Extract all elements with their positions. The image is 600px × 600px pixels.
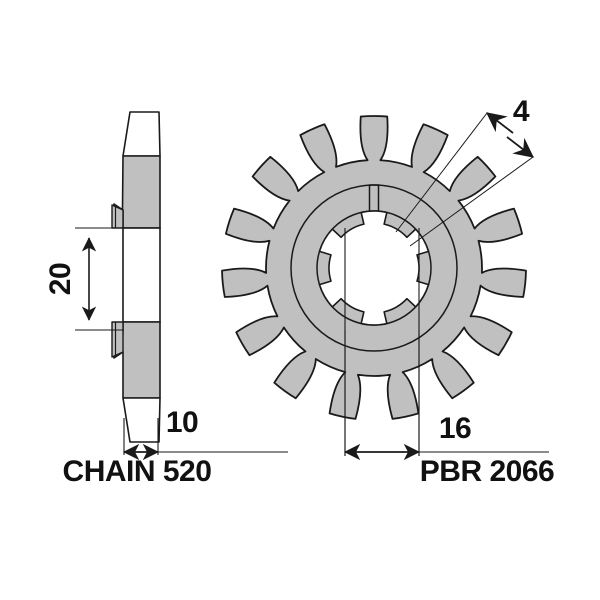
dim-20-label: 20 — [44, 263, 77, 295]
dimension-dim-10: 10 — [123, 406, 288, 461]
side-step-flange-bottom — [111, 321, 124, 358]
dimensions-layer: 20 10 16 4 — [44, 95, 549, 461]
dim-10-label: 10 — [166, 406, 198, 439]
dim-4-label: 4 — [513, 95, 530, 128]
leader-line-4-a — [395, 112, 488, 233]
side-tooth-tip-bottom — [122, 397, 161, 443]
dimension-dim-16: 16 — [344, 330, 549, 461]
dim-4-arrow-b — [506, 136, 534, 158]
side-section-view — [111, 111, 161, 443]
caption-chain: CHAIN 520 — [63, 455, 212, 488]
side-hub-band — [122, 227, 161, 323]
front-face-view — [221, 112, 534, 456]
splined-bore — [318, 210, 430, 326]
dimension-dim-4: 4 — [486, 95, 534, 158]
caption-part-number: PBR 2066 — [420, 455, 554, 488]
dimension-dim-20: 20 — [44, 227, 124, 331]
hub-keyway-slot — [368, 184, 380, 213]
leader-line-4-b — [409, 156, 534, 247]
side-tooth-tip-top — [122, 111, 161, 157]
dim-4-arrow-a — [486, 112, 514, 134]
dim-16-label: 16 — [439, 412, 471, 445]
